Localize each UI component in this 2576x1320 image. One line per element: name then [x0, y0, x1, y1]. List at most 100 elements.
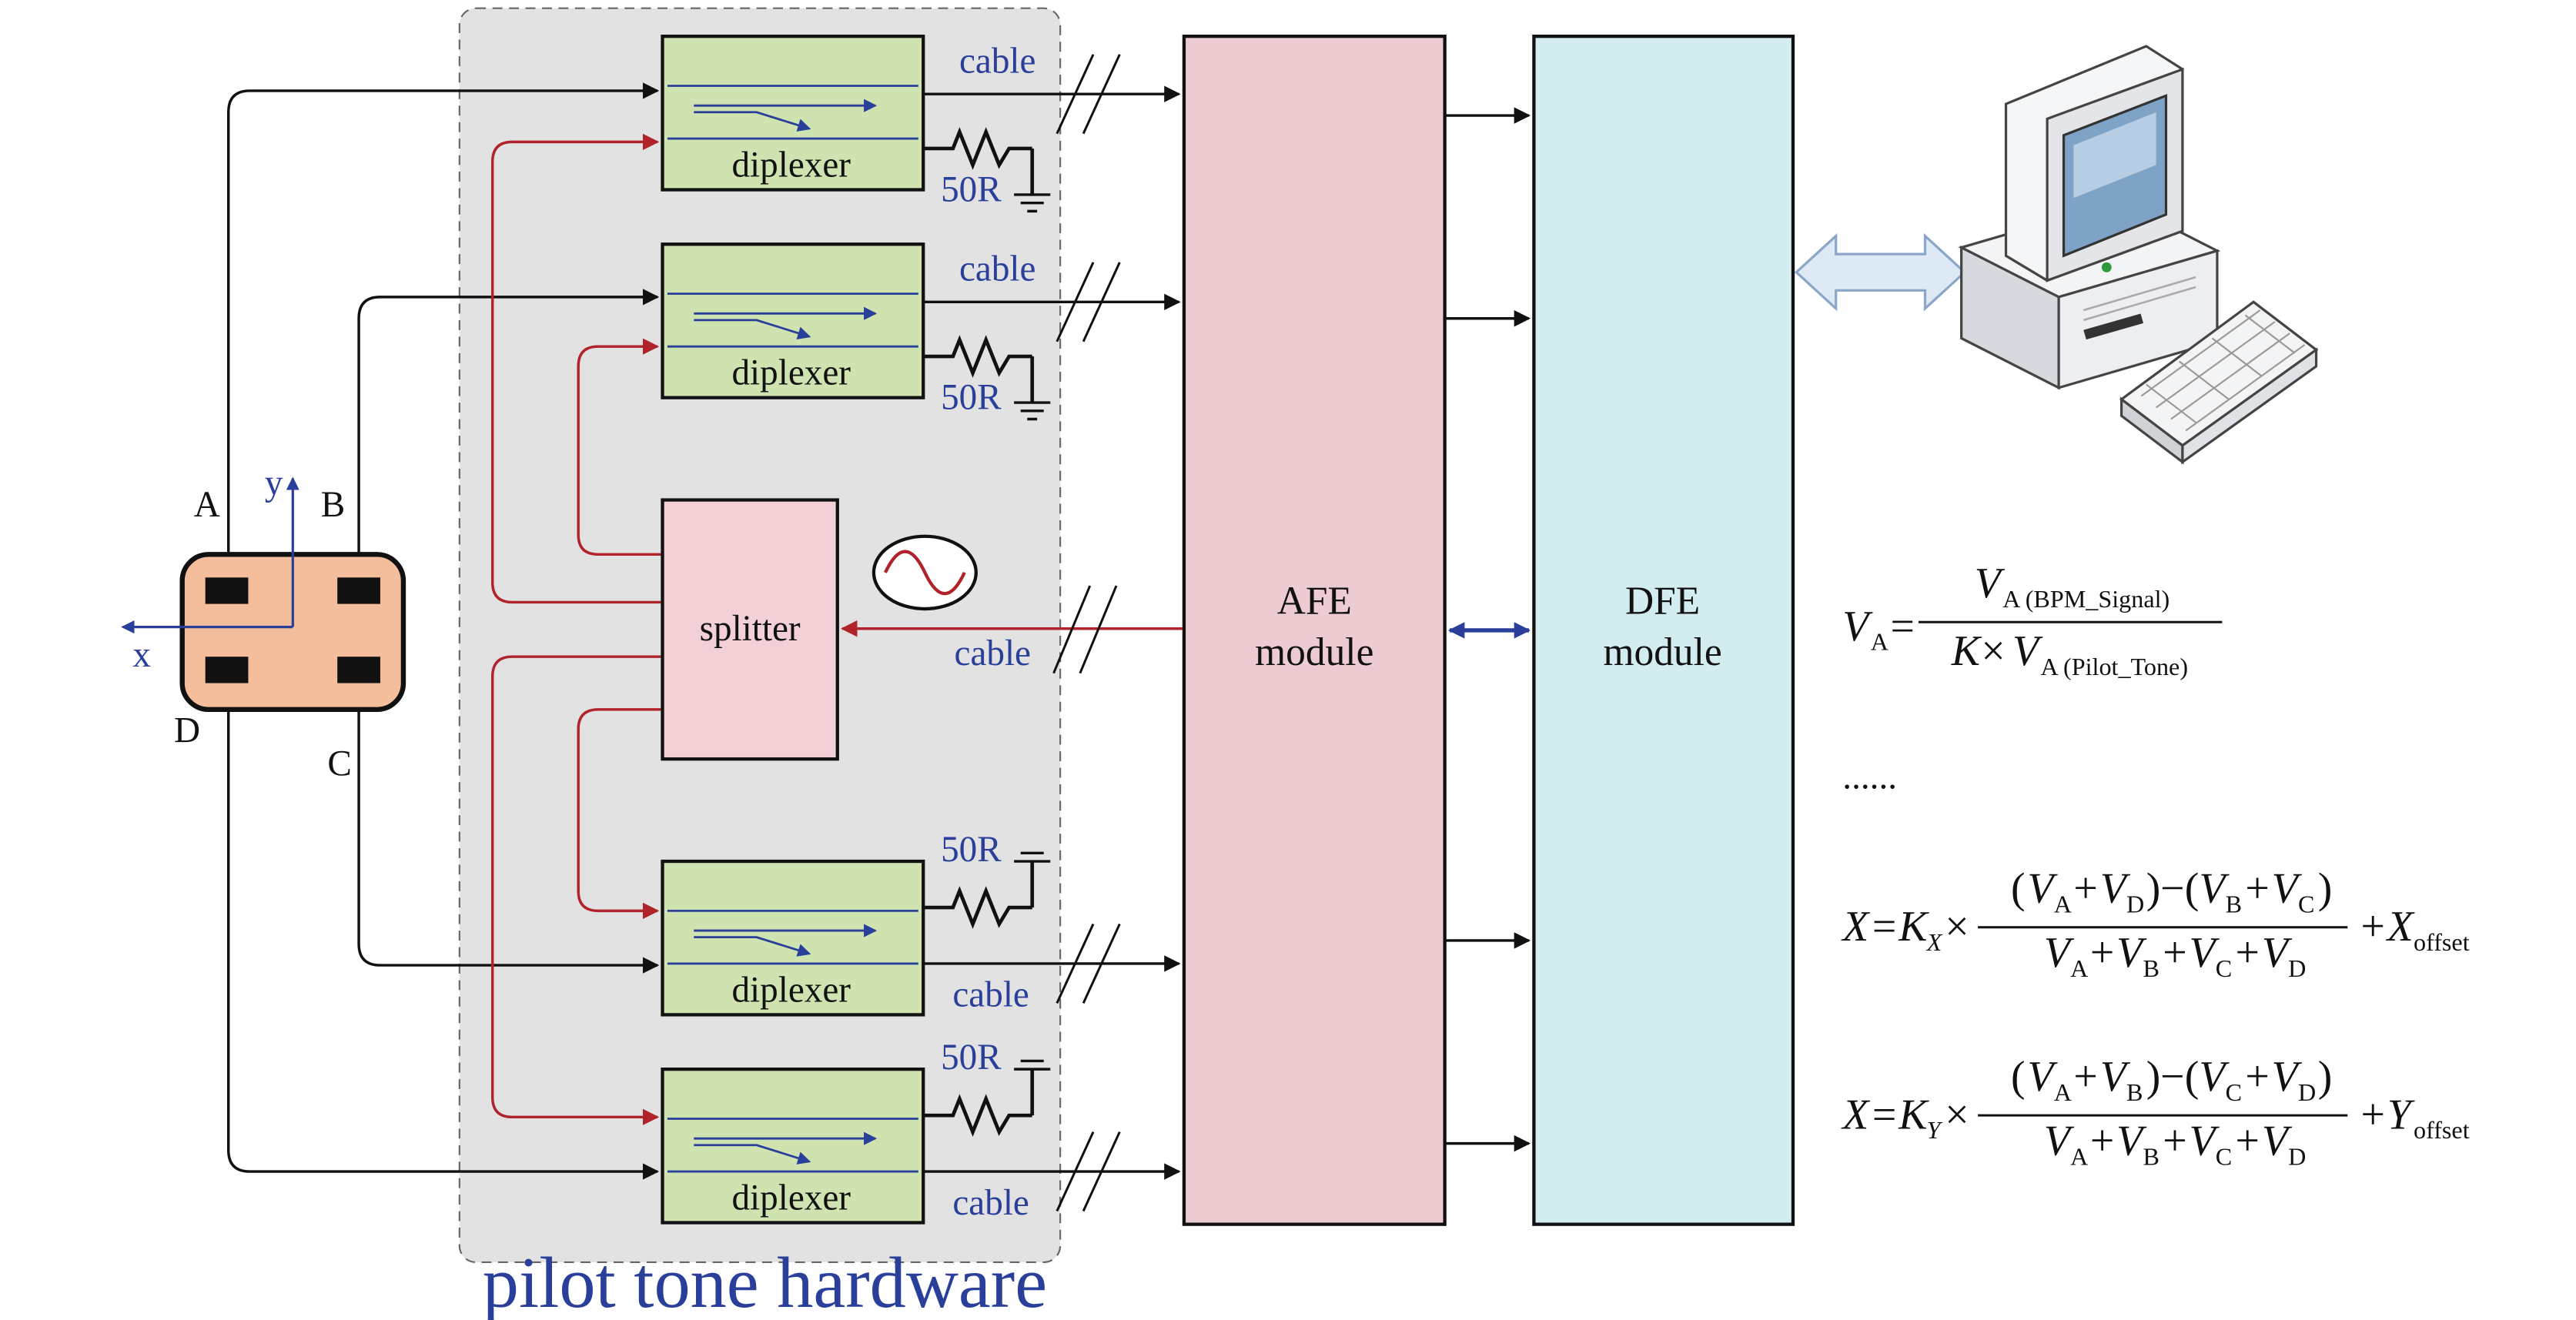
num-plus: +: [2245, 865, 2269, 913]
num-v: V: [2199, 1053, 2230, 1101]
cable-break-icon: [1055, 54, 1121, 135]
num-sub: B: [2126, 1078, 2143, 1106]
pilot-line-4: [490, 655, 661, 1126]
y-axis-label: y: [265, 463, 283, 503]
diplexer-label: diplexer: [731, 1178, 851, 1218]
dfe-module-line2: module: [1603, 630, 1721, 674]
splitter-box: [661, 498, 839, 761]
num-paren: (: [2011, 1053, 2026, 1101]
num-plus: +: [2073, 865, 2097, 913]
va-num: V: [1975, 560, 2006, 607]
signal-line-b: [357, 289, 660, 555]
load-resistor-icon: [923, 335, 1051, 421]
num-sub: D: [2126, 890, 2144, 917]
den-v: V: [2116, 929, 2147, 977]
num-plus: +: [2073, 1053, 2097, 1101]
pilot-line-2: [577, 338, 661, 556]
den-v: V: [2189, 1118, 2220, 1165]
formula-times: ×: [1945, 903, 1969, 951]
electrode-a-pad: [205, 577, 249, 604]
signal-line-a: [226, 82, 660, 555]
formula-eq: =: [1872, 1091, 1896, 1138]
num-mid: )−(: [2146, 1053, 2200, 1101]
diplexer-label: diplexer: [731, 145, 851, 185]
num-paren: (: [2011, 865, 2026, 913]
offset-sub: offset: [2414, 928, 2470, 956]
den-sub: B: [2143, 1142, 2159, 1170]
load-resistor-icon: [923, 851, 1051, 929]
offset-var: Y: [2387, 1091, 2415, 1138]
num-paren: ): [2318, 1053, 2333, 1101]
cable-break-icon: [1055, 262, 1121, 343]
cable-break-icon: [1055, 1131, 1121, 1212]
load-resistor-icon: [923, 1059, 1051, 1137]
den-v: V: [2116, 1118, 2147, 1165]
cable-break-icon: [1055, 923, 1121, 1004]
signal-line-d: [226, 709, 660, 1180]
va-lhs-sub: A: [1871, 628, 1889, 656]
pilot-line-3: [577, 708, 661, 920]
offset-plus: +: [2360, 1091, 2384, 1138]
cable-label: cable: [959, 249, 1035, 289]
offset-sub: offset: [2414, 1116, 2470, 1144]
electrode-d-label: D: [174, 711, 200, 751]
signal-generator-icon: [871, 534, 978, 611]
electrode-c-pad: [337, 657, 380, 683]
num-v: V: [2199, 865, 2230, 913]
den-v: V: [2044, 1118, 2075, 1165]
afe-module-line1: AFE: [1277, 579, 1352, 623]
den-sub: B: [2143, 954, 2159, 982]
den-sub: D: [2288, 954, 2306, 982]
load-label: 50R: [941, 170, 1002, 210]
cable-label: cable: [952, 1183, 1029, 1223]
num-sub: A: [2054, 1078, 2072, 1106]
cable-break-icon: [1052, 585, 1118, 674]
num-v: V: [2272, 1053, 2303, 1101]
den-plus: +: [2090, 1118, 2114, 1165]
den-plus: +: [2236, 1118, 2260, 1165]
x-axis-label: x: [132, 635, 151, 675]
formula-k: K: [1898, 903, 1929, 951]
num-sub: B: [2226, 890, 2242, 917]
den-v: V: [2262, 929, 2293, 977]
va-den-times: ×: [1981, 627, 2005, 675]
den-plus: +: [2090, 929, 2114, 977]
load-label: 50R: [941, 378, 1002, 418]
va-den-v: V: [2012, 627, 2043, 675]
den-sub: C: [2216, 1142, 2232, 1170]
formula-k: K: [1898, 1091, 1929, 1138]
signal-line-c: [357, 709, 660, 974]
va-den-k: K: [1951, 627, 1982, 675]
diplexer-layer: diplexer cable 50R diplexer cable 50R diplexer…: [661, 35, 1181, 1225]
num-sub: C: [2226, 1078, 2242, 1106]
diplexer-2: diplexer cable 50R: [661, 242, 1181, 421]
formula-lhs: X: [1841, 903, 1870, 951]
hardware-caption: pilot tone hardware: [483, 1243, 1047, 1320]
load-label: 50R: [941, 1038, 1002, 1078]
den-sub: D: [2288, 1142, 2306, 1170]
formula-va: V A = V A (BPM_Signal) K × V A (Pilot_To…: [1842, 560, 2223, 680]
dfe-module-box: [1532, 35, 1795, 1226]
num-v: V: [2027, 1053, 2058, 1101]
den-sub: C: [2216, 954, 2232, 982]
diplexer-4: diplexer cable 50R: [661, 1038, 1181, 1225]
load-label: 50R: [941, 830, 1002, 870]
va-num-sub: A (BPM_Signal): [2002, 585, 2170, 613]
cable-label: cable: [959, 41, 1035, 81]
va-den-sub: A (Pilot_Tone): [2041, 653, 2188, 680]
load-resistor-icon: [923, 127, 1051, 213]
afe-module-line2: module: [1255, 630, 1373, 674]
num-v: V: [2100, 1053, 2131, 1101]
electrode-c-label: C: [327, 744, 351, 784]
splitter-label: splitter: [700, 609, 801, 649]
den-v: V: [2189, 929, 2220, 977]
diplexer-label: diplexer: [731, 353, 851, 393]
num-sub: D: [2298, 1078, 2316, 1106]
den-plus: +: [2236, 929, 2260, 977]
num-sub: A: [2054, 890, 2072, 917]
electrode-a-label: A: [194, 485, 220, 525]
diplexer-1: diplexer cable 50R: [661, 35, 1181, 213]
